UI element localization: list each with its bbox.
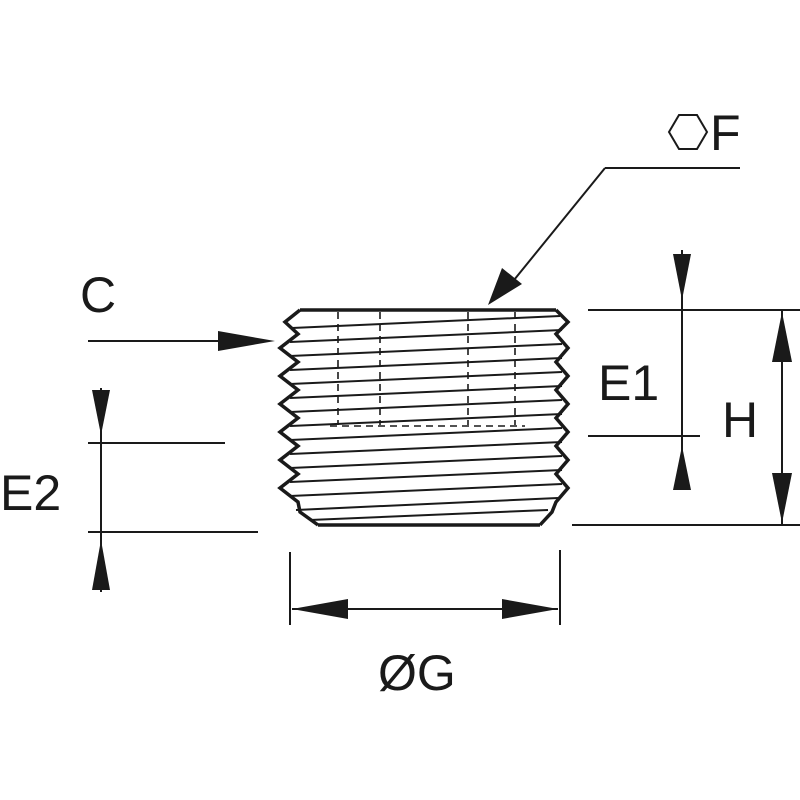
hexagon-icon xyxy=(667,114,709,150)
hex-size-callout: F xyxy=(488,105,741,305)
e1-dimension: E1 xyxy=(598,250,691,490)
e2-dimension: E2 xyxy=(0,388,110,592)
h-label: H xyxy=(722,392,758,448)
e1-label: E1 xyxy=(598,355,659,411)
h-dimension: H xyxy=(722,310,792,525)
right-thread-profile xyxy=(538,308,571,527)
diameter-label: ØG xyxy=(378,645,456,701)
chamfer-label: C xyxy=(80,267,116,323)
g-dimension: ØG xyxy=(292,599,558,701)
hidden-hex-socket xyxy=(330,312,525,427)
extension-lines xyxy=(88,309,800,625)
e2-label: E2 xyxy=(0,465,61,521)
thread-lines xyxy=(289,315,563,521)
left-thread-profile xyxy=(277,308,320,527)
hex-size-label: F xyxy=(710,105,741,161)
threaded-plug-body xyxy=(277,308,571,527)
chamfer-callout: C xyxy=(80,267,275,351)
